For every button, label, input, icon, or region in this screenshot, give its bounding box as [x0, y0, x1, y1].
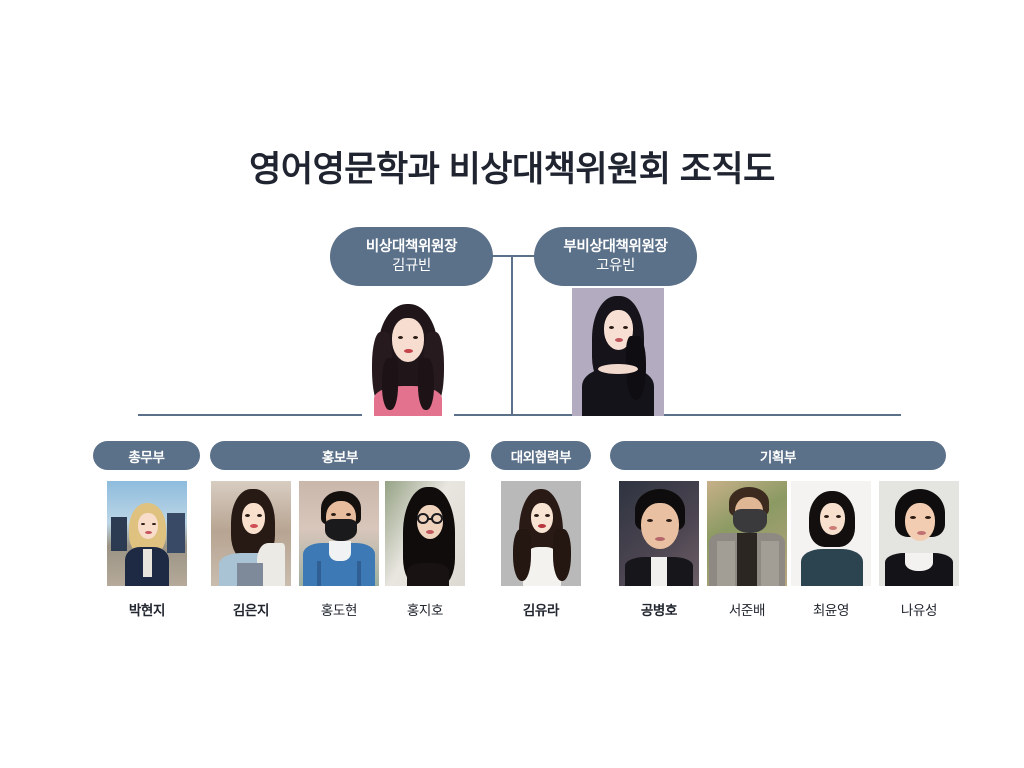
member-photo [211, 481, 291, 586]
member-name: 박현지 [128, 603, 166, 618]
department-pill-daeoehyeopryeokbu[interactable]: 대외협력부 [491, 441, 591, 470]
member-name: 서준배 [728, 603, 766, 618]
leader-name-vice-chair: 고유빈 [595, 257, 636, 274]
member-photo [619, 481, 699, 586]
member-name: 홍지호 [406, 603, 444, 618]
connector-vice-stub [512, 255, 535, 257]
member-name: 김은지 [232, 603, 270, 618]
leader-photo-vice-chair [572, 288, 664, 416]
member-card[interactable]: 최윤영 [791, 481, 871, 619]
member-card[interactable]: 김유라 [501, 481, 581, 619]
member-card[interactable]: 공병호 [619, 481, 699, 619]
member-name: 나유성 [900, 603, 938, 618]
member-name: 김유라 [522, 603, 560, 618]
member-card[interactable]: 서준배 [707, 481, 787, 619]
leader-role-chair: 비상대책위원장 [365, 238, 458, 255]
leader-photo-chair [362, 298, 454, 416]
member-name: 홍도현 [320, 603, 358, 618]
member-card[interactable]: 박현지 [107, 481, 187, 619]
member-card[interactable]: 홍지호 [385, 481, 465, 619]
member-photo [107, 481, 187, 586]
member-photo [707, 481, 787, 586]
connector-horizontal-bus [138, 414, 901, 416]
member-name: 공병호 [640, 603, 678, 618]
member-photo [385, 481, 465, 586]
member-name: 최윤영 [812, 603, 850, 618]
member-card[interactable]: 나유성 [879, 481, 959, 619]
leader-box-vice-chair[interactable]: 부비상대책위원장 고유빈 [534, 227, 697, 286]
department-pill-gihoekbu[interactable]: 기획부 [610, 441, 946, 470]
connector-vertical-trunk [511, 255, 513, 416]
member-photo [501, 481, 581, 586]
leader-box-chair[interactable]: 비상대책위원장 김규빈 [330, 227, 493, 286]
leader-name-chair: 김규빈 [391, 257, 432, 274]
member-photo [879, 481, 959, 586]
connector-chair-stub [492, 255, 513, 257]
member-card[interactable]: 홍도현 [299, 481, 379, 619]
member-photo [791, 481, 871, 586]
department-pill-chongmubu[interactable]: 총무부 [93, 441, 200, 470]
member-card[interactable]: 김은지 [211, 481, 291, 619]
page-title: 영어영문학과 비상대책위원회 조직도 [249, 150, 775, 189]
leader-role-vice-chair: 부비상대책위원장 [563, 238, 668, 255]
department-pill-hongbobu[interactable]: 홍보부 [210, 441, 470, 470]
member-photo [299, 481, 379, 586]
